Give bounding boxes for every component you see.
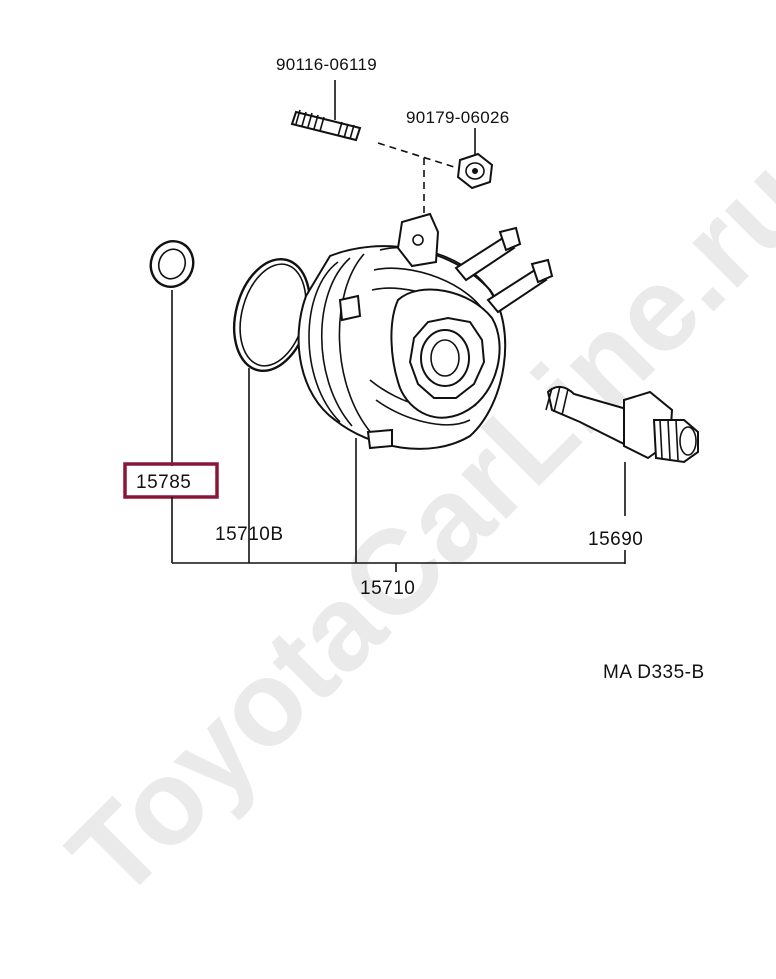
label-nut[interactable]: 90179-06026 xyxy=(406,108,510,127)
gasket-part[interactable] xyxy=(144,235,199,293)
label-union-bolt[interactable]: 15690 xyxy=(588,529,643,550)
oil-cooler-part[interactable] xyxy=(297,212,554,450)
diagram-code: MA D335-B xyxy=(603,662,705,683)
stud-bolt-part[interactable] xyxy=(290,109,362,142)
label-gasket[interactable]: 15785 xyxy=(136,472,191,493)
highlight-box xyxy=(123,462,219,499)
union-bolt-part[interactable] xyxy=(545,385,699,464)
nut-part[interactable] xyxy=(456,152,494,190)
dashed-leader-stud-nut xyxy=(377,142,471,173)
label-cooler[interactable]: 15710 xyxy=(360,578,415,599)
label-stud[interactable]: 90116-06119 xyxy=(276,55,377,74)
label-o-ring[interactable]: 15710B xyxy=(215,524,284,545)
